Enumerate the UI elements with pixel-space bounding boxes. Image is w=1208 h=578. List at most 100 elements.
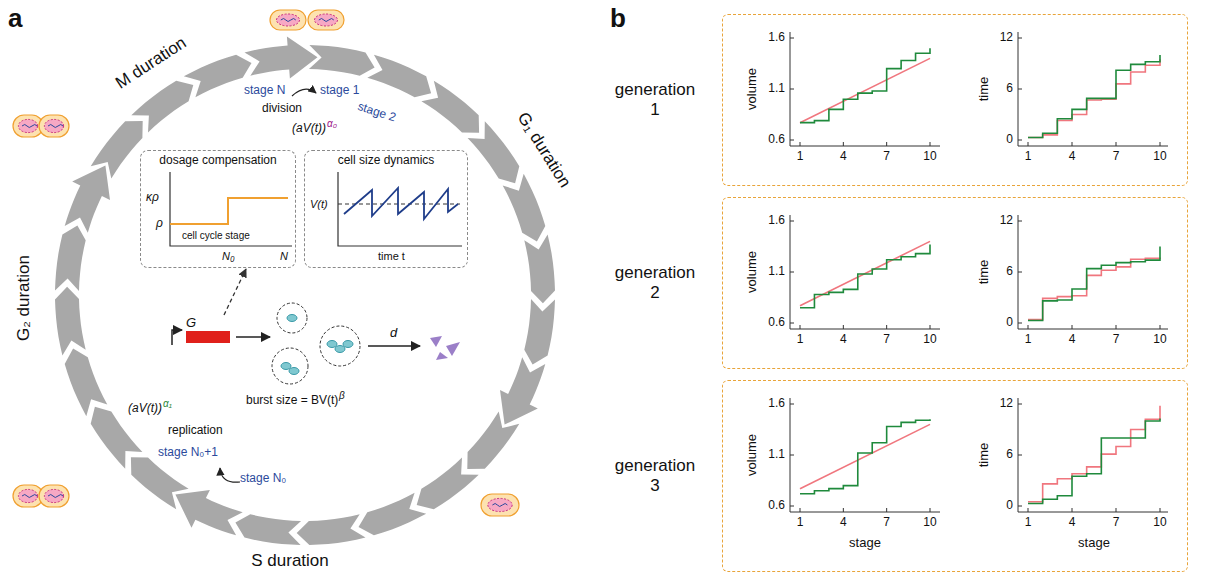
protein-molecule	[343, 341, 353, 348]
art-ellipse	[44, 489, 63, 502]
volume-trajectory	[800, 48, 930, 122]
ring-segment	[91, 121, 143, 179]
tick-mark	[1018, 404, 1022, 405]
axis-tick: 10	[1153, 333, 1166, 347]
tick-mark	[1018, 89, 1022, 90]
cell-icon	[39, 115, 69, 137]
axis-tick: 7	[883, 516, 890, 530]
art-rect	[270, 10, 306, 30]
tick-mark	[930, 325, 931, 329]
cell-cycle-ring	[55, 37, 555, 545]
plot-axes	[790, 32, 940, 146]
event-label: replication	[168, 424, 223, 438]
axis-tick: 4	[1069, 333, 1076, 347]
protein-molecule	[281, 363, 291, 370]
inset-title: dosage compensation	[141, 151, 295, 168]
art-polygon	[446, 342, 460, 356]
rate-exponent: α₁	[163, 398, 172, 410]
division-arrow	[292, 89, 316, 96]
ring-segment	[524, 299, 555, 365]
size-sawtooth	[344, 188, 458, 219]
tick-mark	[790, 272, 794, 273]
generation-heading-text: generation 1	[615, 80, 695, 119]
rate-formula: (aV(t))	[292, 122, 326, 136]
ring-segment	[245, 37, 318, 79]
tick-mark	[1072, 325, 1073, 329]
ring-segment	[184, 55, 252, 98]
axis-level: κρ	[146, 191, 159, 205]
burst-circle	[277, 303, 307, 333]
tick-mark	[1018, 506, 1022, 507]
art-ellipse	[18, 119, 37, 132]
axis-tick: N	[280, 250, 288, 263]
tick-mark	[1160, 508, 1161, 512]
ring-segment	[421, 81, 479, 133]
axis-tick: 1	[1025, 150, 1032, 164]
protein-molecule	[335, 346, 345, 353]
protein-molecule	[289, 368, 299, 375]
axis-tick: 1	[1025, 333, 1032, 347]
tick-mark	[1028, 508, 1029, 512]
axis-title: cell cycle stage	[182, 230, 250, 242]
time-trajectory	[1028, 55, 1160, 137]
protein-bursts	[272, 303, 360, 384]
ring-segment	[503, 174, 546, 242]
axis-tick: 10	[1153, 516, 1166, 530]
axis-title: time t	[378, 250, 405, 263]
inset-title: cell size dynamics	[305, 151, 467, 168]
tick-mark	[1018, 272, 1022, 273]
tick-mark	[1072, 508, 1073, 512]
ring-segment	[65, 165, 110, 232]
axis-tick: 4	[840, 333, 847, 347]
tick-mark	[790, 506, 794, 507]
generation-heading: generation 3	[605, 456, 705, 495]
axis-tick: 4	[840, 516, 847, 530]
gene-box: G	[186, 316, 230, 343]
tick-mark	[790, 38, 794, 39]
axis-tick: 7	[883, 150, 890, 164]
ring-segment	[500, 357, 545, 424]
phase-label: S duration	[251, 551, 329, 571]
rate-exponent: α₀	[327, 118, 337, 130]
axis-tick: 0.6	[768, 499, 785, 513]
gene-name: G	[186, 316, 230, 331]
axis-tick: 0	[1006, 133, 1013, 147]
ring-segment	[467, 411, 519, 469]
tick-mark	[886, 508, 887, 512]
axis-tick: 6	[1006, 265, 1013, 279]
mean-time-steps	[1028, 258, 1160, 320]
ring-segment	[55, 225, 86, 291]
axis-title: volume	[745, 434, 760, 476]
tick-mark	[790, 140, 794, 141]
cell-icon	[481, 494, 519, 516]
burst-exponent: β	[339, 390, 345, 402]
ring-segment	[417, 458, 479, 510]
tick-mark	[1116, 325, 1117, 329]
volume-trajectory	[800, 244, 930, 307]
tick-mark	[1028, 142, 1029, 146]
phase-label: G₂ duration	[14, 255, 34, 341]
axis-tick: 12	[1000, 31, 1013, 45]
ring-segment	[367, 55, 431, 98]
axis-tick: 1.6	[768, 31, 785, 45]
axis-title: time	[977, 260, 992, 285]
protein-molecule	[327, 341, 337, 348]
axis-tick: 6	[1006, 448, 1013, 462]
cell-icons	[13, 10, 519, 516]
promoter-arrow	[172, 330, 182, 345]
axis-title: time	[977, 443, 992, 468]
art-path	[48, 125, 63, 128]
ring-segment	[65, 349, 108, 417]
axis-tick: 10	[1153, 150, 1166, 164]
axis-tick: N₀	[222, 250, 235, 263]
axis-tick: 0	[1006, 316, 1013, 330]
event-label: division	[262, 102, 302, 116]
tick-mark	[790, 221, 794, 222]
axis-tick: 0.6	[768, 316, 785, 330]
art-ellipse	[44, 119, 63, 132]
expression-arrow	[236, 336, 270, 338]
generation-plots	[790, 32, 1168, 512]
